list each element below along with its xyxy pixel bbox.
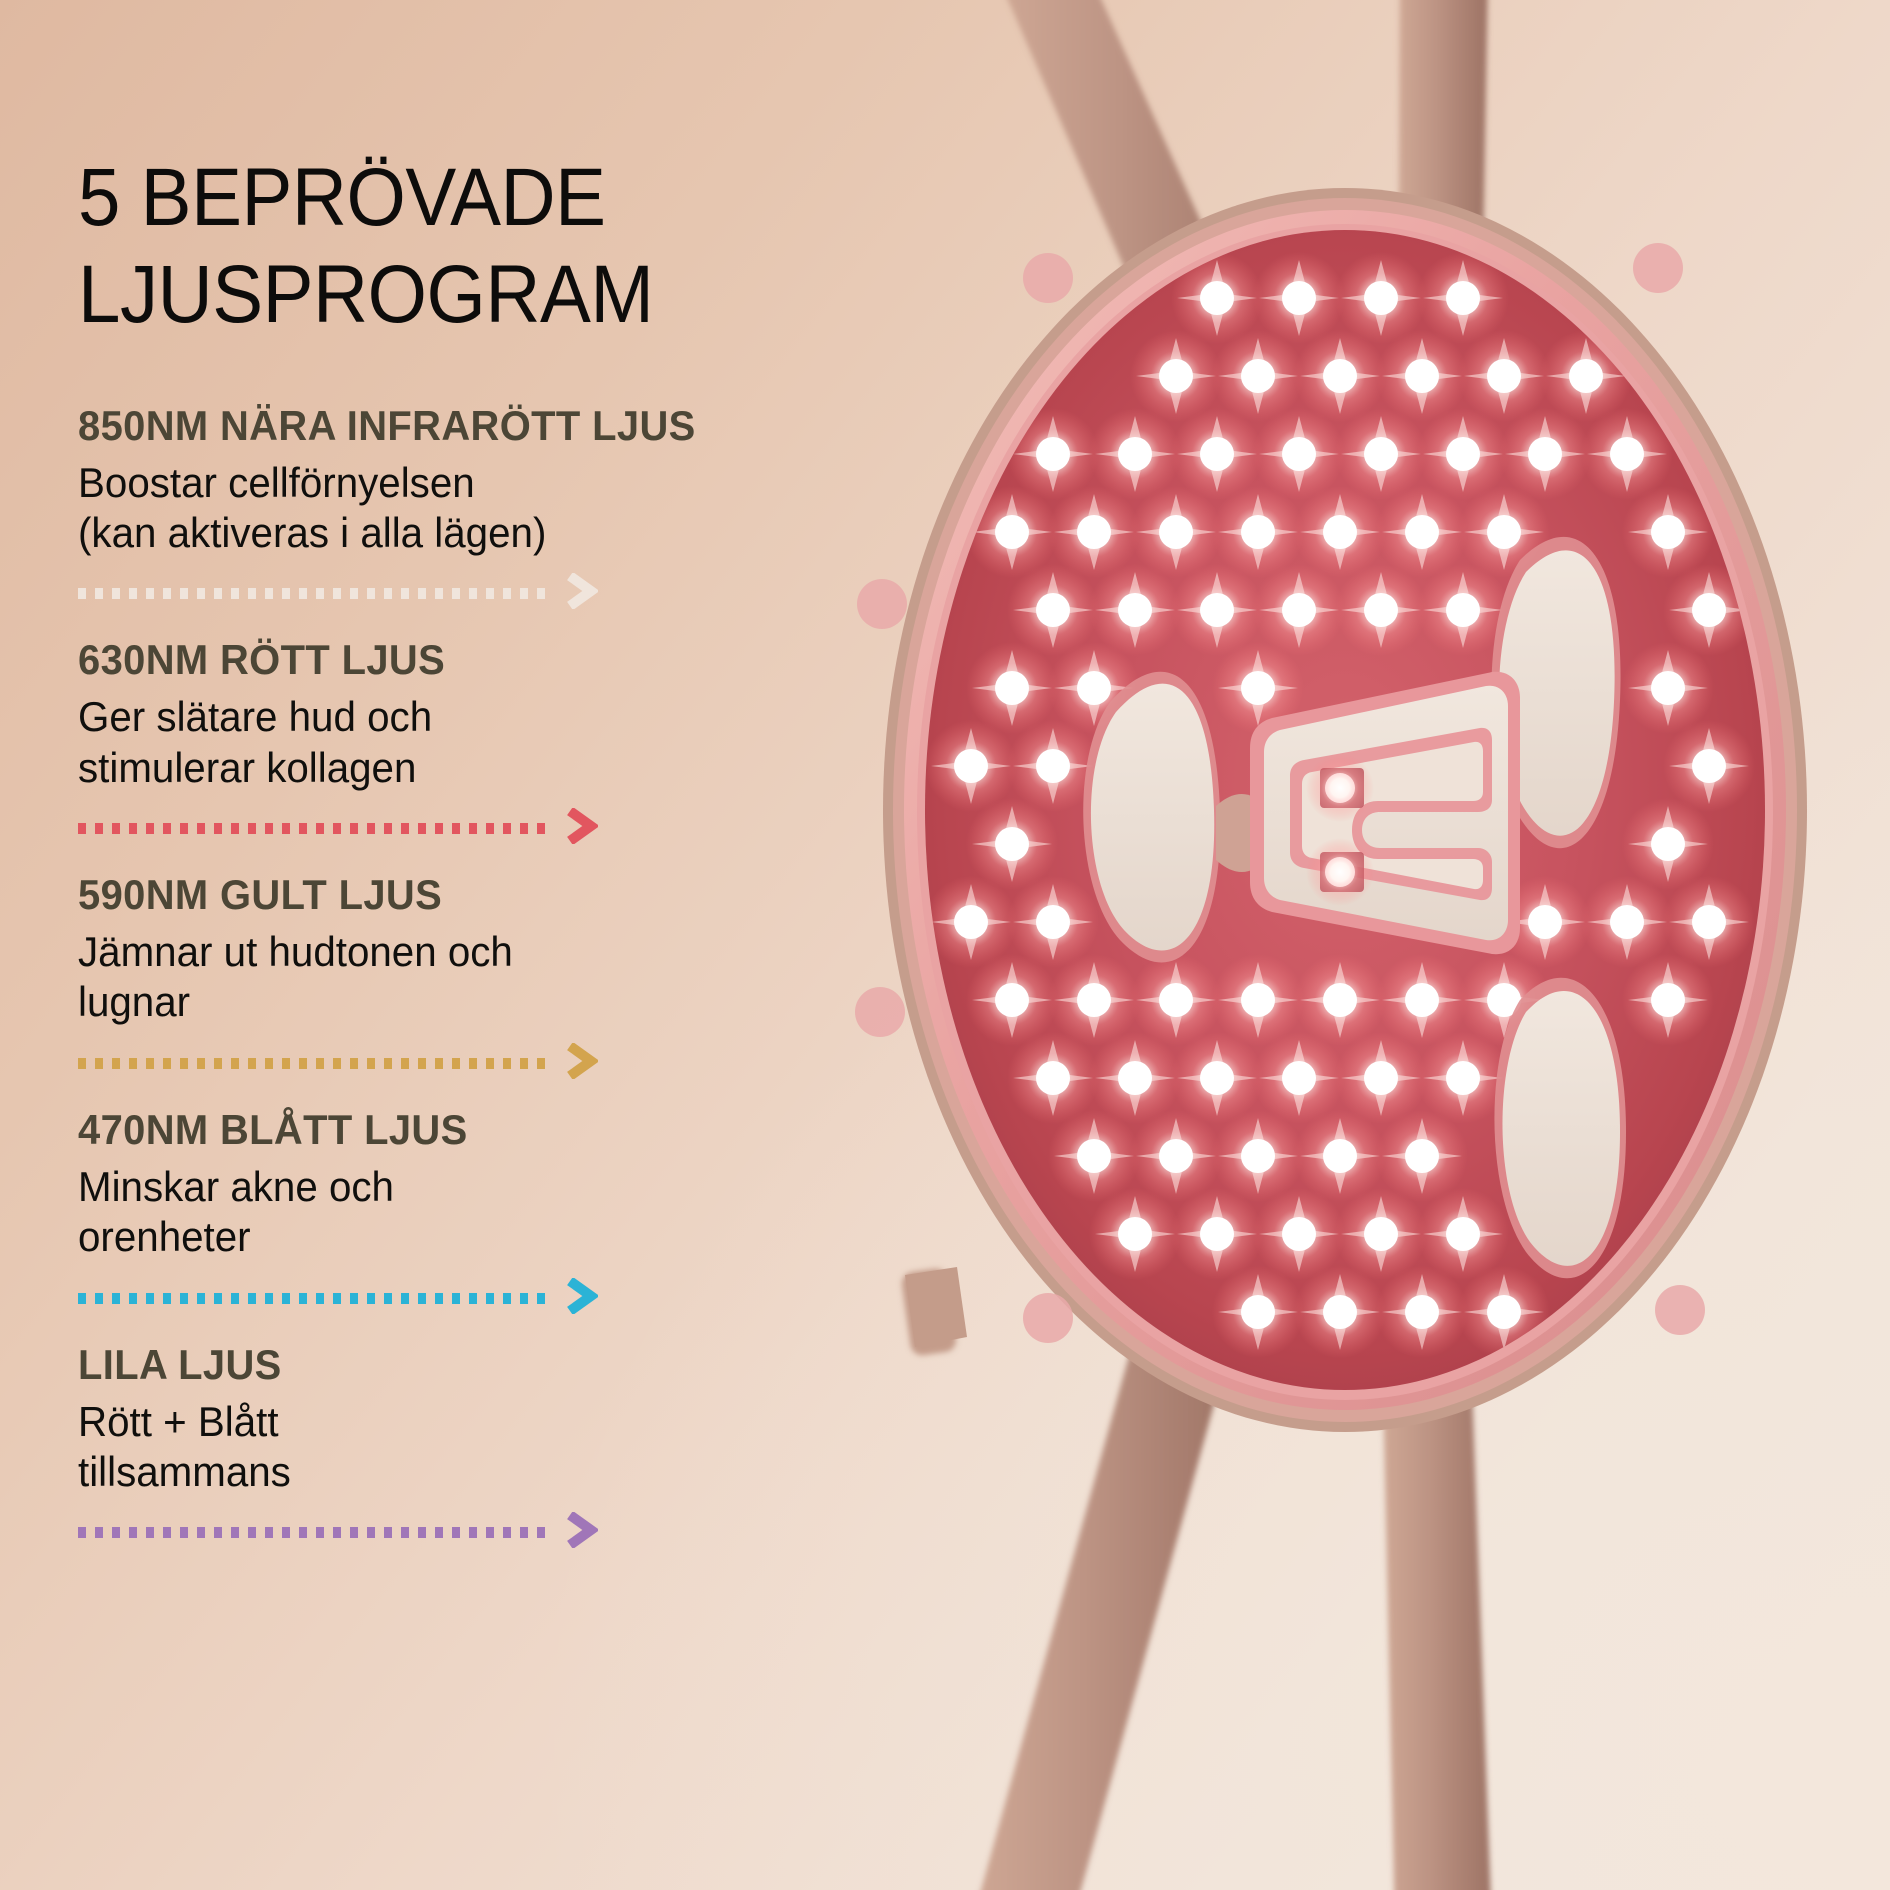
dotted-line-icon — [78, 823, 548, 835]
divider-4 — [78, 1512, 598, 1549]
dotted-line-icon — [78, 1057, 548, 1069]
program-description: Rött + Blått tillsammans — [78, 1397, 291, 1496]
mask-cutouts — [1083, 536, 1626, 1279]
mask-strap-clips — [905, 1267, 967, 1347]
program-block-2: 590NM GULT LJUS Jämnar ut hudtonen och l… — [78, 871, 880, 1079]
program-block-1: 630NM RÖTT LJUS Ger slätare hud och stim… — [78, 636, 880, 845]
dotted-line-icon — [78, 1527, 548, 1539]
sensor-dots — [855, 243, 1705, 1343]
arrow-right-icon — [567, 808, 598, 845]
arrow-right-icon — [567, 1512, 598, 1549]
divider-3 — [78, 1277, 598, 1314]
program-block-4: LILA LJUS Rött + Blått tillsammans — [78, 1340, 880, 1549]
eye-cutout-right-upper — [1499, 550, 1615, 836]
page-title: 5 BEPRÖVADE LJUSPROGRAM — [78, 152, 654, 340]
program-description: Minskar akne och orenheter — [78, 1162, 394, 1261]
led-array — [925, 252, 1755, 1358]
program-description: Boostar cellförnyelsen (kan aktiveras i … — [78, 458, 547, 556]
program-description: Ger slätare hud och stimulerar kollagen — [78, 693, 433, 791]
arrow-right-icon — [567, 573, 598, 610]
eye-cutout-left — [1090, 683, 1215, 951]
program-title: 470NM BLÅTT LJUS — [78, 1105, 468, 1153]
divider-2 — [78, 1042, 598, 1079]
program-description: Jämnar ut hudtonen och lugnar — [78, 928, 513, 1026]
dotted-line-icon — [78, 588, 548, 600]
program-block-0: 850NM NÄRA INFRARÖTT LJUS Boostar cellfö… — [78, 401, 880, 610]
program-title: 630NM RÖTT LJUS — [78, 636, 446, 684]
program-block-3: 470NM BLÅTT LJUS Minskar akne och orenhe… — [78, 1105, 880, 1314]
arrow-right-icon — [567, 1277, 598, 1314]
program-title: 850NM NÄRA INFRARÖTT LJUS — [78, 401, 696, 449]
program-title: 590NM GULT LJUS — [78, 871, 443, 919]
inner-led-pair — [1306, 754, 1374, 906]
info-column: 5 BEPRÖVADE LJUSPROGRAM 850NM NÄRA INFRA… — [0, 0, 880, 1890]
arrow-right-icon — [567, 1042, 598, 1079]
program-title: LILA LJUS — [78, 1340, 282, 1388]
product-photo-led-face-mask — [820, 0, 1890, 1890]
divider-1 — [78, 808, 598, 845]
eye-cutout-right-lower — [1502, 990, 1620, 1266]
dotted-line-icon — [78, 1292, 548, 1304]
divider-0 — [78, 573, 598, 610]
